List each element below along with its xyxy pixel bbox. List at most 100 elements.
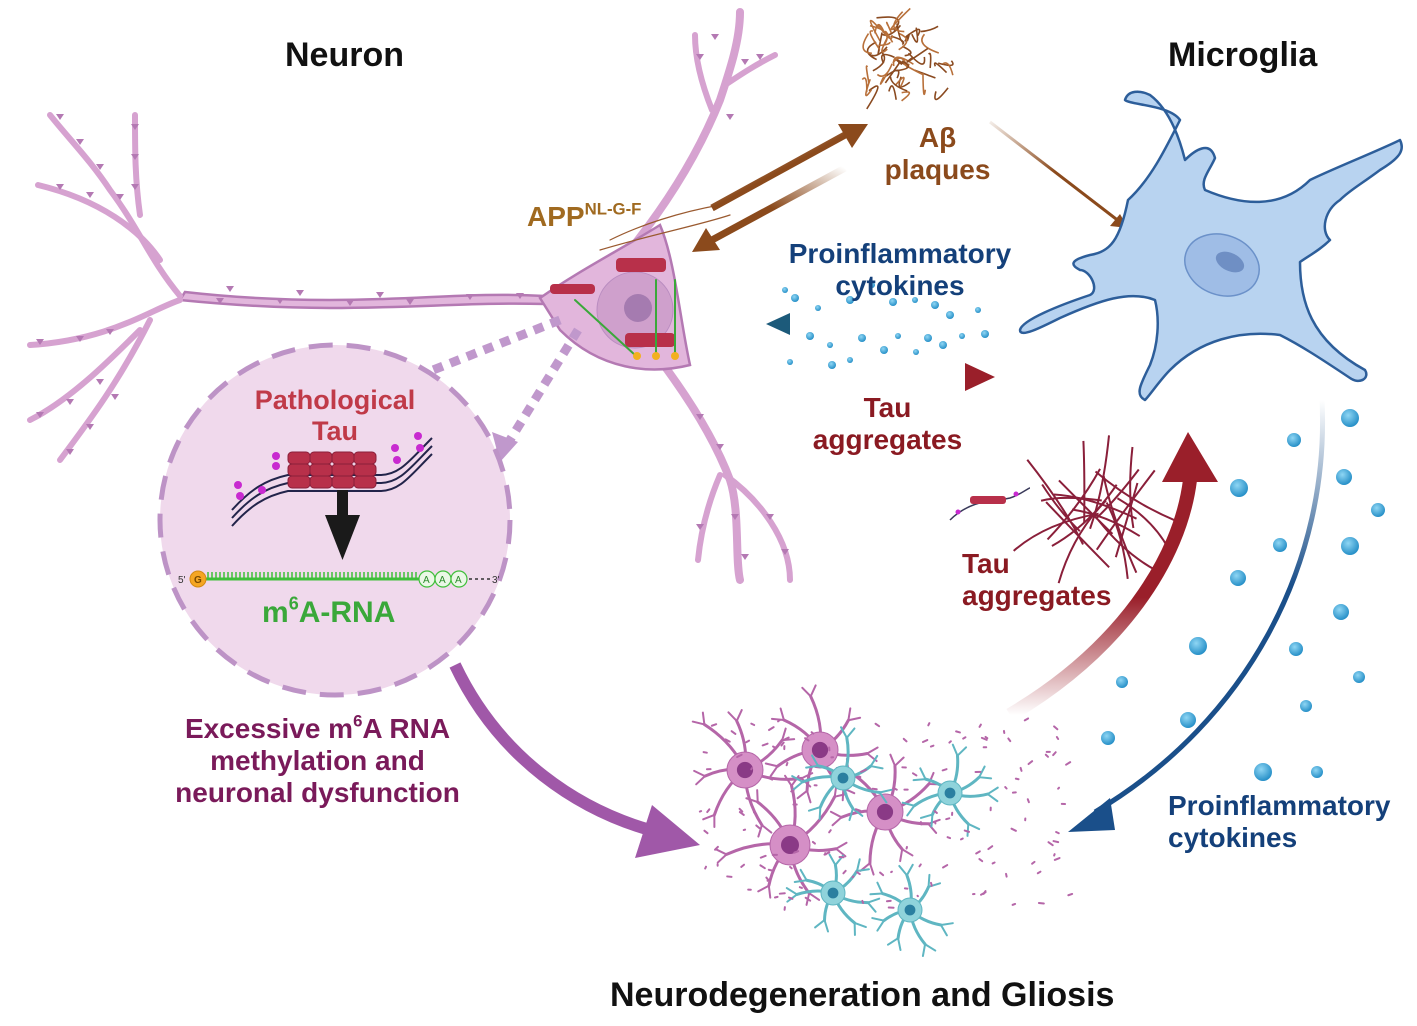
cell-branch [835,841,848,858]
spine [66,399,74,405]
cell-branch [878,788,893,804]
cell-branch [871,917,885,932]
neurite-fragment [842,869,847,875]
spine [56,184,64,190]
tau-curved-arrow [1006,432,1218,722]
cell-branch [898,863,914,877]
cell-branch [927,818,941,834]
neuron-left-dendrite [177,290,547,310]
cytokine-dot [782,287,788,293]
plaque-fiber [877,24,894,40]
neurodegeneration-gliosis-cluster [691,684,1074,958]
cytokine-dot [1254,763,1272,781]
plaque-fiber [922,73,927,96]
neuron-nucleolus [624,294,652,322]
neurite-fragment [768,726,775,732]
spine [726,114,734,120]
neurite-fragment [1055,831,1060,835]
cell-branch [784,774,800,787]
cell-branch [745,789,759,804]
neurite-fragment [856,871,861,876]
neurite-fragment [860,768,867,773]
plaque-fiber [862,33,872,55]
neurite-fragment [1055,736,1060,740]
neurite-fragment [1052,751,1057,757]
neurite-fragment [933,810,938,814]
neurite-fragment [780,741,785,747]
plaque-fiber [928,52,932,69]
tangle-fiber [1114,482,1139,558]
spine [346,300,354,306]
cytokine-dot [913,349,919,355]
neurite-fragment [759,864,766,870]
abeta-line1: Aβ [918,122,957,153]
cell-branch [693,769,706,786]
cytokine-dot [1371,503,1385,517]
neurite-fragment [790,789,795,793]
spine [76,336,84,342]
neurite-fragment [755,824,761,830]
cytokine-dot [931,301,939,309]
excess-line1-a: Excessive m [184,713,354,744]
neurite-fragment [783,736,790,741]
cell-branch [847,707,862,722]
plaque-fiber [869,30,881,51]
plaque-fiber [877,32,883,55]
neurite-fragment [804,737,810,742]
plaque-fiber [920,25,939,33]
tangle-fiber [1071,508,1141,537]
microglia-nucleolus [1215,251,1245,273]
app-label: APPNL-G-F [527,199,642,233]
app-label-superscript: NL-G-F [584,199,642,219]
neurite-fragment [785,761,789,767]
neurite-fragment [892,787,898,791]
neurite-fragment [963,829,971,833]
spine [696,524,704,530]
reactive-astrocyte [901,743,999,837]
cell-branch [757,824,773,838]
tau-right-line1: Tau [962,548,1010,579]
cytokine-dot [880,346,888,354]
cell-nucleus [781,836,799,854]
cell-branch [927,873,942,888]
neurite-fragment [766,776,774,781]
polya-label-1: A [423,575,430,586]
tangle-fiber [1053,493,1137,520]
patho-line2: Tau [312,416,358,447]
cell-branch [796,789,812,804]
neurite-fragment [761,742,769,747]
neuron-branch [132,112,143,218]
tangle-fiber [1102,475,1138,574]
cell-branch [986,786,999,803]
plaque-fiber [869,19,881,42]
spine [466,294,474,300]
tangle-fiber [1040,496,1102,502]
cytokines-top-line2: cytokines [835,270,965,302]
rna-cap-g [189,570,207,588]
neurite-fragment [980,736,988,741]
neurite-fragment [724,738,731,743]
spine [76,139,84,145]
tangle-fiber [1094,470,1176,522]
spine [86,424,94,430]
cell-branch [791,775,804,791]
neurite-fragment [991,861,996,865]
cytokine-dot [1230,570,1246,586]
neurite-fragment [798,886,803,889]
cytokine-dot [1101,731,1115,745]
neurite-fragment [984,735,989,740]
plaque-fiber [901,45,912,57]
neurite-fragment [759,854,767,859]
spine [216,298,224,304]
rna-3prime-label: 3' [492,575,500,586]
tangle-fiber [1129,446,1135,529]
neurite-fragment [704,865,708,870]
neurite-fragment [750,767,753,771]
spine [131,154,139,160]
neurite-fragment [765,876,770,882]
cytokine-dot [1333,604,1349,620]
spine [376,292,384,298]
cytokine-dot [1273,538,1287,552]
neurite-fragment [1065,761,1072,766]
